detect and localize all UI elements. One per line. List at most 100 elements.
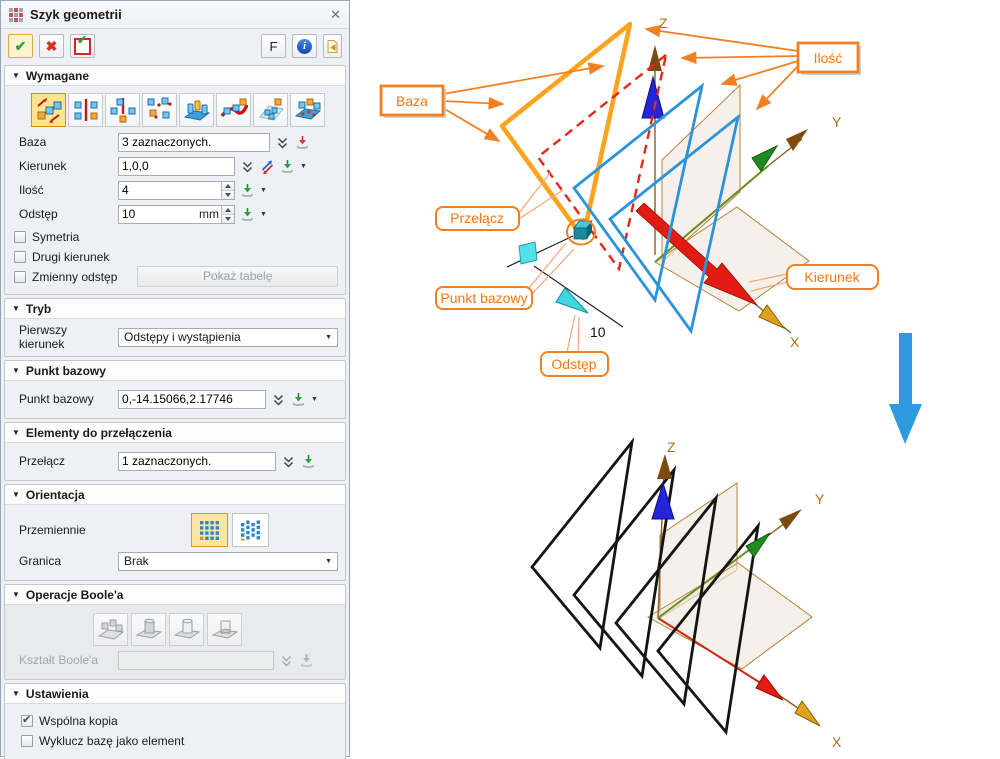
- expand-chevrons-icon[interactable]: [275, 135, 290, 150]
- spinner-down-icon[interactable]: [222, 189, 234, 199]
- chevron-down-icon[interactable]: ▼: [260, 186, 267, 194]
- result-triangle-4[interactable]: [656, 521, 761, 736]
- wspolna-kopia-checkbox[interactable]: [21, 713, 33, 727]
- svg-text:Przełącz: Przełącz: [450, 210, 504, 226]
- field-row-ksztalt-boole: Kształt Boole'a: [19, 650, 338, 670]
- pattern-type-linear[interactable]: [31, 93, 66, 127]
- ok-button[interactable]: ✔: [8, 34, 33, 58]
- granica-dropdown[interactable]: Brak ▼: [118, 551, 338, 571]
- pattern-type-point-to-point[interactable]: [142, 93, 177, 127]
- base-point-cube[interactable]: [573, 220, 593, 240]
- field-row-przemiennie: Przemiennie: [19, 513, 338, 547]
- chevron-down-icon[interactable]: ▼: [300, 162, 307, 170]
- expand-chevrons-icon: [281, 655, 292, 667]
- chevron-down-icon[interactable]: ▼: [311, 395, 318, 403]
- expand-chevrons-icon[interactable]: [240, 159, 255, 174]
- ksztalt-boole-label: Kształt Boole'a: [19, 653, 99, 667]
- spinner-up-icon[interactable]: [222, 205, 234, 214]
- section-header-punkt-bazowy[interactable]: ▼ Punkt bazowy: [5, 361, 345, 381]
- pierwszy-kierunek-dropdown[interactable]: Odstępy i wystąpienia ▼: [118, 327, 338, 347]
- spinner-up-icon[interactable]: [222, 181, 234, 190]
- section-header-wymagane[interactable]: ▼ Wymagane: [5, 66, 345, 86]
- result-triangle-3[interactable]: [614, 493, 719, 708]
- checkbox-row-wyklucz-baze: Wyklucz bazę jako element: [21, 733, 338, 748]
- pick-from-list-green-icon[interactable]: [291, 392, 306, 407]
- przelacz-input[interactable]: [118, 451, 276, 471]
- spacing-drag-cone[interactable]: [555, 287, 589, 314]
- collapse-icon: ▼: [12, 590, 20, 599]
- expand-chevrons-icon[interactable]: [271, 392, 286, 407]
- odstep-input[interactable]: [119, 207, 197, 221]
- punkt-bazowy-input[interactable]: [118, 389, 266, 409]
- pick-from-list-red-icon[interactable]: [295, 135, 310, 150]
- regular-grid-icon: [199, 520, 219, 540]
- pick-from-list-green-icon[interactable]: [301, 454, 316, 469]
- 3d-viewport[interactable]: Z Y X 10: [350, 0, 1000, 759]
- section-orientacja: ▼ Orientacja Przemiennie: [4, 484, 346, 581]
- pick-from-list-green-icon[interactable]: [240, 207, 255, 222]
- pick-from-list-green-icon[interactable]: [240, 183, 255, 198]
- x-axis-label: X: [790, 334, 800, 350]
- section-header-boole[interactable]: ▼ Operacje Boole'a: [5, 585, 345, 605]
- pattern-type-at-pattern[interactable]: [179, 93, 214, 127]
- pattern-type-on-curve[interactable]: [216, 93, 251, 127]
- symetria-checkbox[interactable]: [14, 230, 26, 243]
- dialog-titlebar[interactable]: Szyk geometrii ✕: [1, 1, 349, 29]
- at-face-pattern-icon: [294, 98, 321, 120]
- y-axis-green: [657, 540, 762, 619]
- spinner-down-icon[interactable]: [222, 213, 234, 223]
- odstep-label: Odstęp: [19, 207, 58, 221]
- result-triangle-2[interactable]: [572, 465, 677, 680]
- y-axis-cone-icon: [786, 129, 808, 151]
- chevron-down-icon: ▼: [325, 557, 332, 565]
- kierunek-input[interactable]: [118, 156, 235, 176]
- pattern-type-fill[interactable]: [253, 93, 288, 127]
- toggled-instance-triangle[interactable]: [536, 51, 668, 272]
- cancel-button[interactable]: ✖: [39, 34, 64, 58]
- wyklucz-baze-checkbox[interactable]: [21, 734, 33, 747]
- apply-button[interactable]: ✔: [70, 33, 95, 58]
- chevron-down-icon[interactable]: ▼: [260, 210, 267, 218]
- drugi-kierunek-checkbox[interactable]: [14, 250, 26, 263]
- reverse-direction-icon[interactable]: [260, 159, 275, 174]
- orientation-staggered-button[interactable]: [232, 513, 269, 547]
- section-header-elementy[interactable]: ▼ Elementy do przełączenia: [5, 423, 345, 443]
- pick-from-list-green-icon[interactable]: [280, 159, 295, 174]
- section-header-ustawienia[interactable]: ▼ Ustawienia: [5, 684, 345, 704]
- info-button[interactable]: i: [292, 34, 317, 58]
- ilosc-label: Ilość: [19, 183, 44, 197]
- base-point-handle[interactable]: [518, 241, 538, 265]
- y-axis-label: Y: [815, 491, 825, 507]
- przemiennie-label: Przemiennie: [19, 523, 86, 537]
- section-header-orientacja[interactable]: ▼ Orientacja: [5, 485, 345, 505]
- pattern-type-circular[interactable]: [68, 93, 103, 127]
- section-elementy: ▼ Elementy do przełączenia Przełącz: [4, 422, 346, 481]
- instance-triangle-2[interactable]: [608, 113, 741, 335]
- instance-triangle-1[interactable]: [572, 82, 705, 304]
- baza-input[interactable]: [118, 132, 270, 152]
- z-axis-cone-icon: [648, 45, 662, 71]
- svg-text:Odstęp: Odstęp: [551, 356, 596, 372]
- direction-arrow[interactable]: [635, 202, 758, 306]
- filter-button[interactable]: F: [261, 34, 286, 58]
- field-row-ilosc: Ilość ▼: [19, 180, 338, 200]
- pattern-type-at-face[interactable]: [290, 93, 325, 127]
- ilosc-input[interactable]: [119, 183, 221, 197]
- pattern-type-polygon[interactable]: [105, 93, 140, 127]
- base-triangle[interactable]: [499, 21, 633, 241]
- boolean-remove-icon: [173, 618, 200, 639]
- wyklucz-baze-label: Wyklucz bazę jako element: [39, 733, 185, 748]
- zmienny-odstep-checkbox[interactable]: [14, 270, 26, 283]
- result-triangle-1[interactable]: [530, 437, 635, 652]
- zmienny-odstep-label: Zmienny odstęp: [32, 269, 118, 284]
- field-row-przelacz: Przełącz: [19, 451, 338, 471]
- show-table-button: Pokaż tabelę: [137, 266, 338, 287]
- close-icon[interactable]: ✕: [330, 6, 341, 22]
- flip-page-button[interactable]: [323, 34, 342, 58]
- section-header-tryb[interactable]: ▼ Tryb: [5, 299, 345, 319]
- staggered-grid-icon: [240, 520, 260, 541]
- circular-pattern-icon: [74, 99, 97, 121]
- green-direction-cone-icon: [745, 532, 771, 558]
- orientation-regular-button[interactable]: [191, 513, 228, 547]
- expand-chevrons-icon[interactable]: [281, 454, 296, 469]
